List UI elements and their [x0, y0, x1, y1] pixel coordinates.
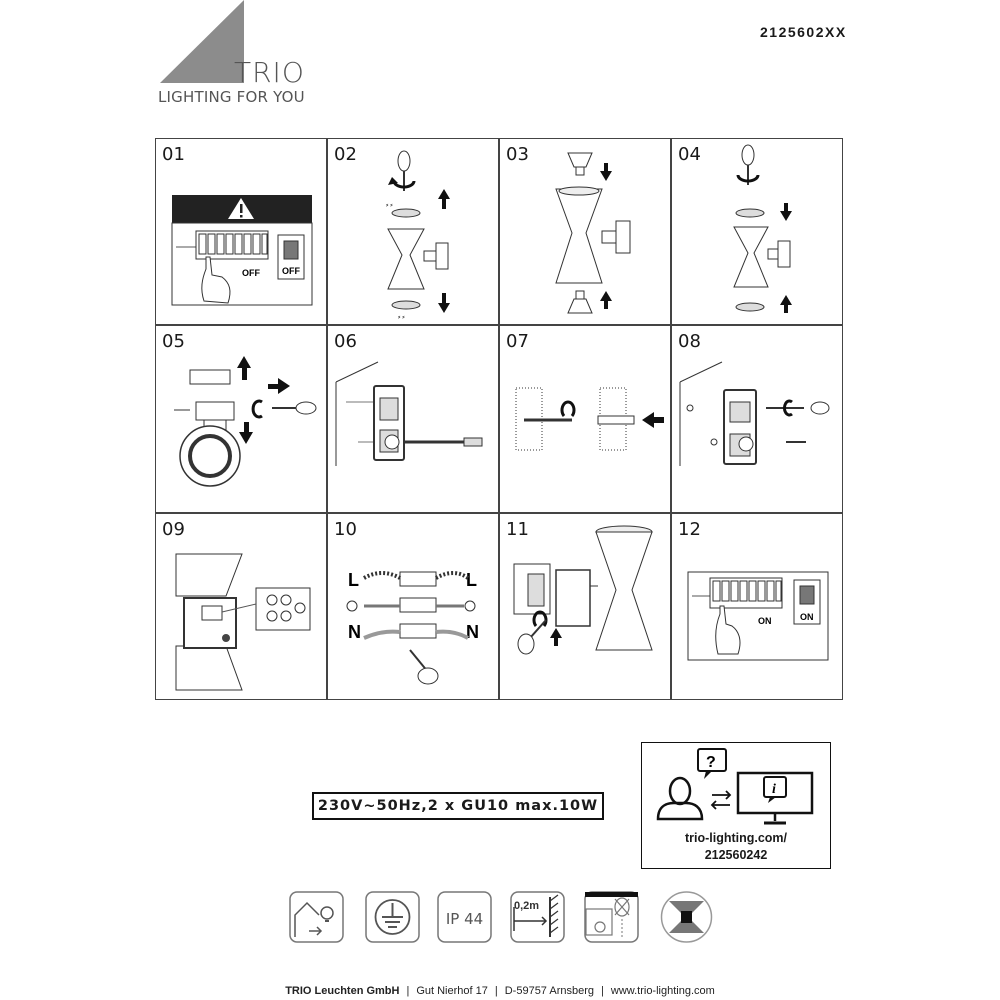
arrow-up-icon	[600, 291, 612, 309]
breaker-state-label: OFF	[242, 268, 260, 278]
trio-logo-triangle-icon	[160, 0, 244, 83]
online-info-box: ? i trio-lighting.com/ 212560242	[641, 742, 831, 869]
wire-label-live-right: L	[466, 570, 477, 590]
step-09-illustration	[175, 553, 311, 691]
gu10-bulb-icon	[567, 152, 593, 176]
step-number: 04	[678, 144, 701, 165]
online-info-illustration: ? i	[656, 748, 814, 825]
arrow-left-icon	[642, 412, 664, 429]
step-number: 08	[678, 331, 701, 353]
step-number: 07	[506, 331, 529, 353]
screwdriver-icon	[517, 618, 547, 655]
footer-website[interactable]: www.trio-lighting.com	[610, 985, 715, 997]
info-url[interactable]: trio-lighting.com/ 212560242	[642, 830, 830, 864]
step-05-illustration	[174, 356, 317, 488]
step-number: 02	[334, 144, 357, 165]
step-number: 06	[334, 331, 357, 353]
min-distance-icon: 0,2m	[510, 891, 565, 943]
step-01-illustration: OFF OFF	[171, 195, 313, 306]
step-03: 03	[499, 138, 671, 326]
brand-tagline: LIGHTING FOR YOU	[158, 88, 305, 106]
step-11-illustration	[513, 525, 653, 655]
protective-earth-icon	[365, 891, 420, 943]
brand-name: TRIO	[234, 56, 305, 89]
step-07-illustration	[515, 387, 664, 451]
step-number: 12	[678, 518, 701, 540]
up-down-light-icon	[660, 891, 713, 943]
warning-icon	[228, 198, 254, 219]
step-06-illustration	[335, 361, 483, 467]
arrow-down-icon	[438, 293, 450, 313]
wire-label-live-left: L	[348, 570, 359, 590]
screwdriver-icon	[409, 649, 439, 685]
arrow-up-icon	[237, 356, 251, 381]
indoor-outdoor-lamp-icon	[289, 891, 344, 943]
instruction-steps-grid: 01 OFF OFF 02	[155, 138, 843, 700]
min-distance-label: 0,2m	[514, 900, 539, 912]
ip-rating-label: IP 44	[446, 910, 483, 928]
info-url-line1: trio-lighting.com/	[684, 831, 788, 845]
step-09: 09	[155, 512, 327, 700]
step-number: 11	[506, 518, 529, 540]
footer-street: Gut Nierhof 17	[416, 985, 488, 997]
electrical-spec-box: 230V~50Hz,2 x GU10 max.10W	[312, 792, 604, 820]
arrow-up-icon	[438, 189, 450, 209]
screwdriver-icon	[810, 401, 830, 415]
wall-plug-icon	[597, 415, 635, 425]
arrow-down-icon	[600, 163, 612, 181]
arrow-down-icon	[780, 203, 792, 221]
switch-state-label: ON	[800, 612, 814, 622]
step-07: 07	[499, 325, 671, 513]
svg-text:i: i	[772, 782, 776, 797]
no-dimmer-icon	[584, 891, 639, 943]
step-number: 09	[162, 518, 185, 540]
svg-text:⸗ ⸗: ⸗ ⸗	[398, 314, 405, 321]
arrow-right-icon	[268, 378, 290, 395]
info-url-line2: 212560242	[704, 848, 768, 862]
arrow-down-icon	[239, 422, 253, 445]
footer-company: TRIO Leuchten GmbH	[285, 985, 400, 997]
svg-text:⸗ ⸗: ⸗ ⸗	[386, 202, 393, 209]
footer-city: D-59757 Arnsberg	[504, 985, 595, 997]
document-number: 2125602XX	[760, 24, 847, 40]
exchange-arrows-icon	[710, 790, 732, 810]
arrow-up-icon	[780, 295, 792, 313]
pencil-icon	[404, 437, 483, 447]
gu10-bulb-icon	[567, 290, 593, 314]
step-03-illustration	[555, 152, 631, 314]
ip-rating: IP 44	[437, 891, 492, 943]
arrow-up-icon	[550, 627, 562, 646]
step-02: 02 ⸗ ⸗ ⸗ ⸗	[327, 138, 499, 326]
question-bubble-icon: ?	[697, 748, 727, 779]
step-11: 11	[499, 512, 671, 700]
wire-label-neutral-right: N	[466, 622, 479, 642]
step-02-illustration: ⸗ ⸗ ⸗ ⸗	[386, 150, 450, 321]
step-12-illustration: ON ON	[687, 571, 829, 661]
footer: TRIO Leuchten GmbH|Gut Nierhof 17|D-5975…	[285, 985, 715, 997]
screwdriver-icon	[272, 401, 317, 415]
step-08: 08	[671, 325, 843, 513]
step-01: 01 OFF OFF	[155, 138, 327, 326]
switch-state-label: OFF	[282, 266, 300, 276]
step-number: 01	[162, 144, 185, 165]
step-number: 03	[506, 144, 529, 165]
step-10: 10 L L N N	[327, 512, 499, 700]
step-05: 05	[155, 325, 327, 513]
earth-symbol-icon	[346, 600, 476, 612]
step-08-illustration	[679, 361, 830, 467]
screwdriver-icon	[741, 144, 755, 185]
step-04: 04	[671, 138, 843, 326]
step-number: 10	[334, 518, 357, 540]
monitor-info-icon: i	[736, 771, 814, 825]
step-number: 05	[162, 331, 185, 353]
breaker-state-label: ON	[758, 616, 772, 626]
step-10-illustration: L L N N	[346, 570, 479, 685]
step-12: 12 ON ON	[671, 512, 843, 700]
step-06: 06	[327, 325, 499, 513]
step-04-illustration	[733, 144, 792, 313]
wire-label-neutral-left: N	[348, 622, 361, 642]
svg-text:?: ?	[706, 754, 716, 771]
person-icon	[656, 776, 704, 821]
